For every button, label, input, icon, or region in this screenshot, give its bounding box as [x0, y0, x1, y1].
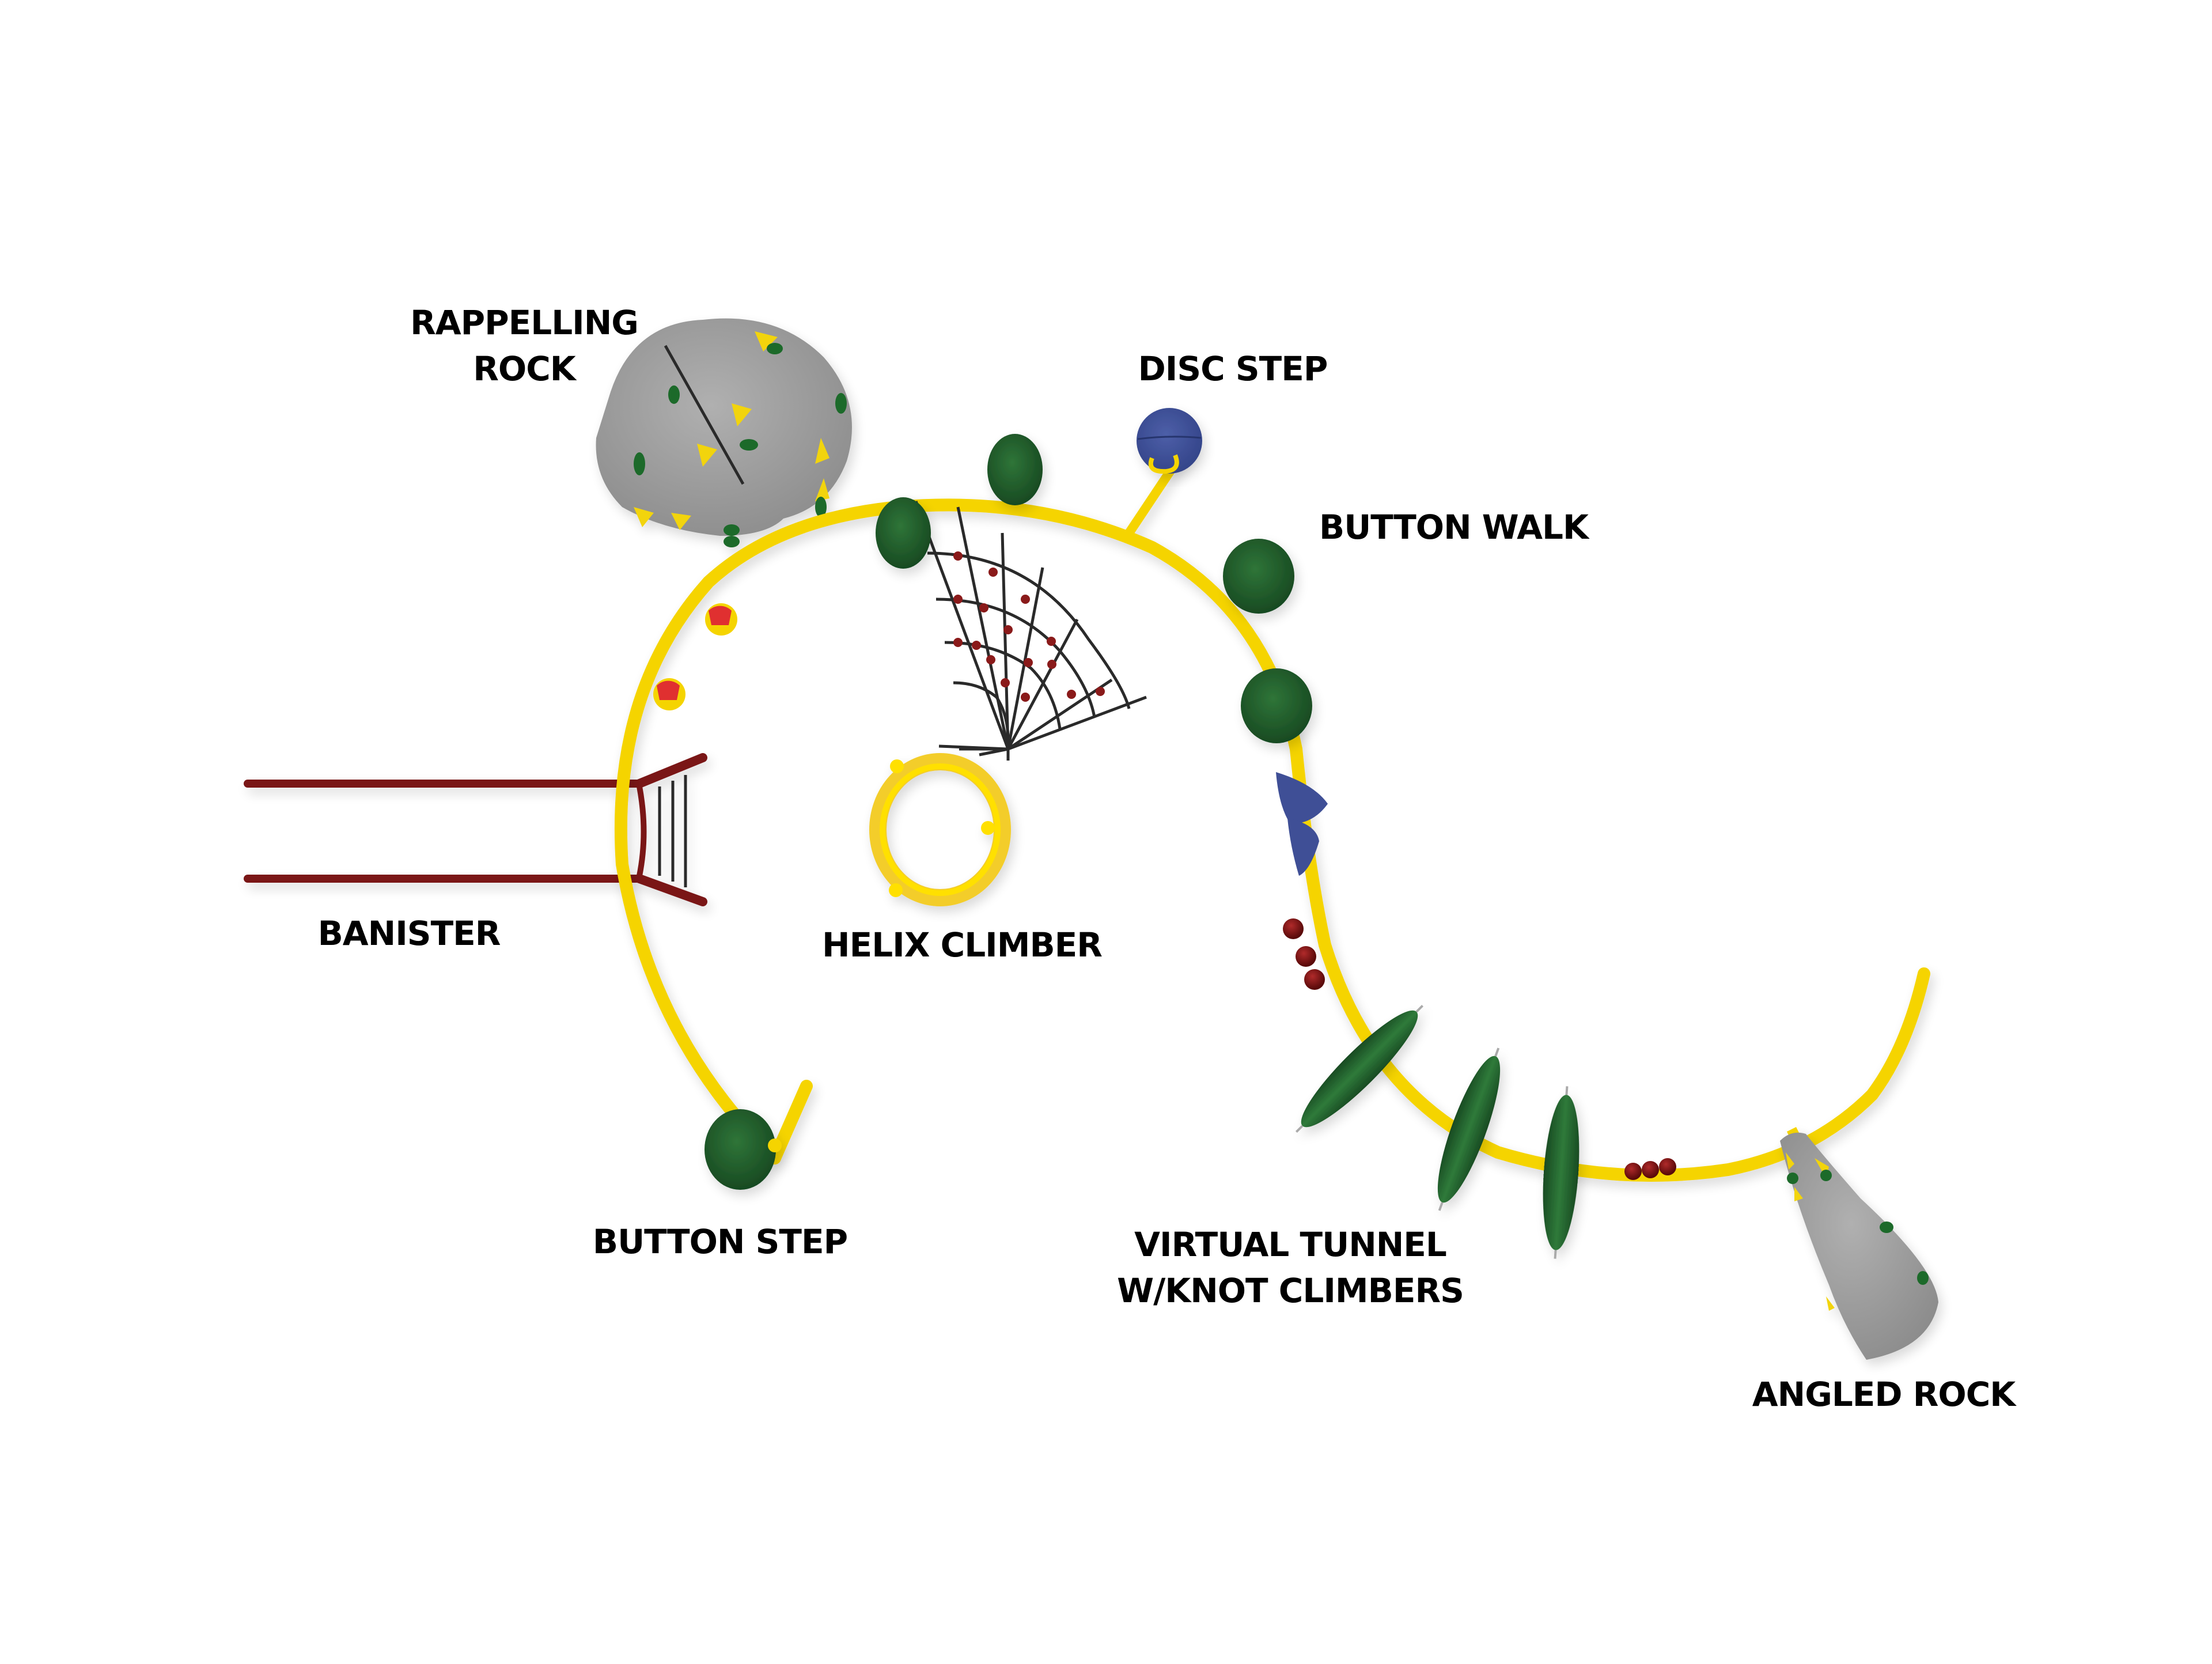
- arch-handholds: [653, 603, 737, 710]
- button-disc: [1223, 539, 1294, 614]
- label-banister: BANISTER: [311, 910, 507, 956]
- knot-climber: [1295, 1004, 1424, 1133]
- spider-net: [914, 501, 1147, 761]
- label-virtual-tunnel: VIRTUAL TUNNEL W/KNOT CLIMBERS: [1112, 1221, 1469, 1314]
- virtual-tunnel: [1295, 1004, 1580, 1259]
- label-helix-climber: HELIX CLIMBER: [812, 922, 1112, 968]
- blue-wedge-holds: [1276, 772, 1328, 876]
- rock-holds: [634, 331, 847, 547]
- label-button-step: BUTTON STEP: [582, 1219, 858, 1265]
- label-button-walk: BUTTON WALK: [1319, 504, 1589, 550]
- label-disc-step: DISC STEP: [1129, 346, 1336, 392]
- knot-climber: [1437, 1047, 1501, 1211]
- label-angled-rock: ANGLED ROCK: [1745, 1371, 2022, 1417]
- banister: [244, 753, 707, 906]
- label-line: DISC STEP: [1138, 349, 1328, 388]
- rappel-rope: [664, 345, 745, 485]
- label-line: BANISTER: [317, 914, 501, 953]
- disc-step: [1137, 408, 1202, 474]
- angled-rock: [1780, 1132, 1938, 1360]
- button-step: [704, 1109, 782, 1190]
- label-line: W/KNOT CLIMBERS: [1117, 1271, 1464, 1310]
- button-walk: [876, 434, 1312, 743]
- red-beads: [1283, 918, 1676, 1180]
- button-disc: [1241, 668, 1312, 743]
- label-line: HELIX CLIMBER: [822, 925, 1103, 965]
- label-line: VIRTUAL TUNNEL: [1134, 1225, 1447, 1264]
- label-line: RAPPELLING: [410, 303, 639, 342]
- button-disc: [876, 497, 931, 569]
- banister-cables: [658, 775, 687, 887]
- knot-climber: [1543, 1086, 1580, 1259]
- label-line: ANGLED ROCK: [1752, 1375, 2016, 1414]
- net-joints: [953, 551, 1105, 702]
- button-disc: [987, 434, 1043, 505]
- label-line: BUTTON WALK: [1319, 508, 1589, 547]
- rappelling-rock: [596, 318, 852, 547]
- label-line: ROCK: [473, 349, 575, 388]
- label-line: BUTTON STEP: [592, 1222, 848, 1261]
- label-rappelling-rock: RAPPELLING ROCK: [403, 300, 645, 392]
- helix-climber: [869, 753, 1011, 906]
